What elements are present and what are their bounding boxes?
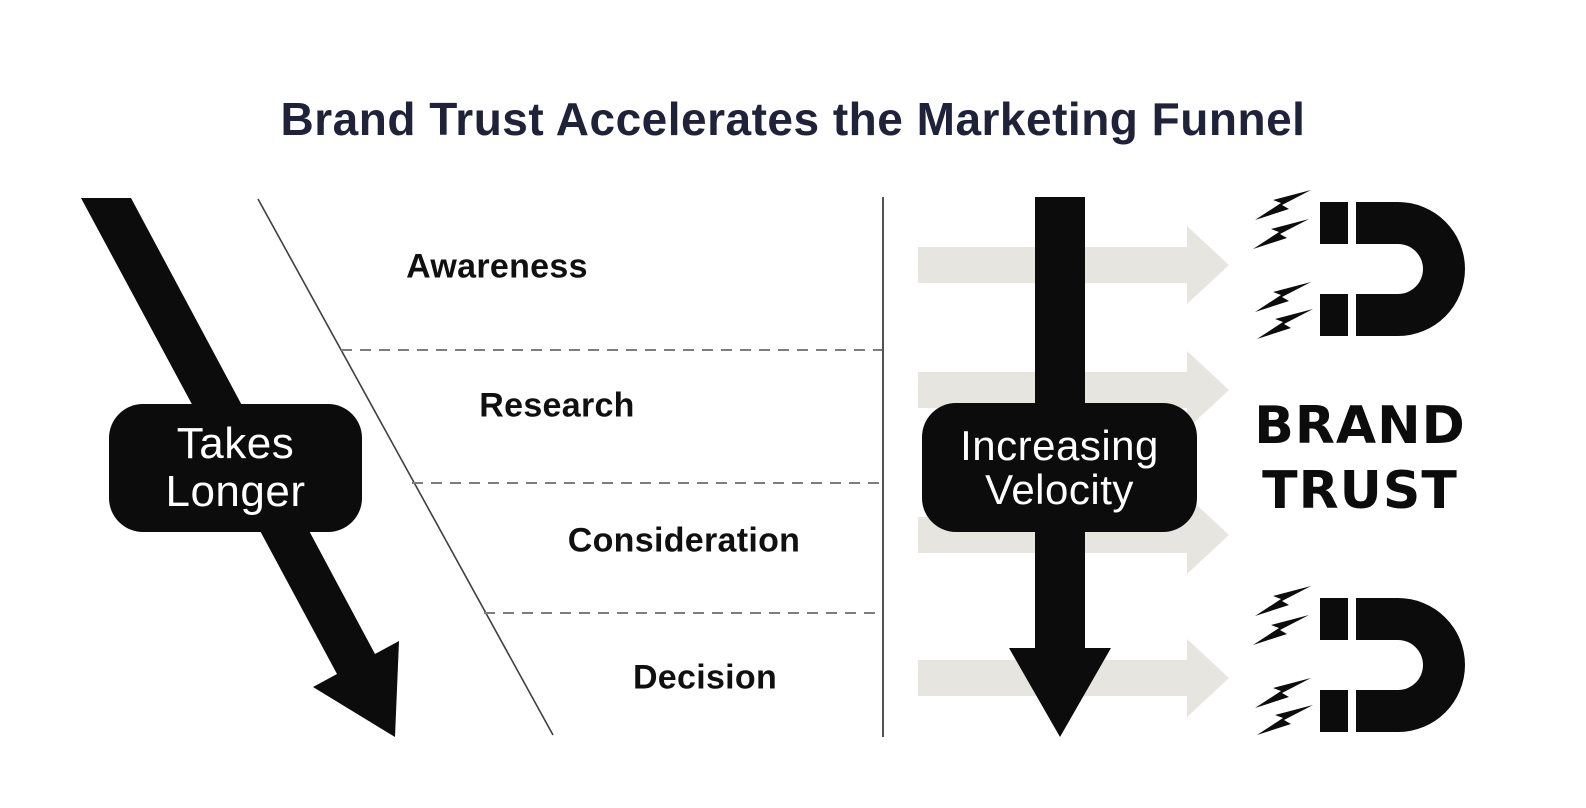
lightning-icon xyxy=(1257,309,1313,339)
stage-label-awareness: Awareness xyxy=(406,247,588,286)
stage-label-decision: Decision xyxy=(632,658,778,697)
increasing-velocity-line2: Velocity xyxy=(985,465,1134,513)
stage-dividers xyxy=(341,349,882,614)
page-title: Brand Trust Accelerates the Marketing Fu… xyxy=(280,93,1306,145)
lightning-icon xyxy=(1255,678,1311,708)
increasing-velocity-line1: Increasing xyxy=(960,421,1159,469)
lightning-icon xyxy=(1257,705,1313,735)
brand-trust-line2: TRUST xyxy=(1262,461,1458,521)
magnet-icon xyxy=(1320,598,1465,732)
lightning-icon xyxy=(1255,190,1311,220)
increasing-velocity-badge: Increasing Velocity xyxy=(922,403,1197,532)
stage-label-consideration: Consideration xyxy=(567,521,801,560)
takes-longer-line1: Takes xyxy=(176,419,295,468)
lightning-icon xyxy=(1253,219,1309,249)
takes-longer-line2: Longer xyxy=(165,467,306,516)
lightning-icon xyxy=(1255,282,1311,312)
takes-longer-badge: Takes Longer xyxy=(109,404,362,532)
brand-trust-line1: BRAND xyxy=(1254,396,1466,456)
brand-magnet-top xyxy=(1253,190,1465,339)
brand-trust-wordmark: BRAND TRUST xyxy=(1254,394,1466,524)
stage-label-research: Research xyxy=(479,386,635,425)
brand-magnet-bottom xyxy=(1253,586,1465,735)
lightning-icon xyxy=(1255,586,1311,616)
funnel-left-edge xyxy=(257,198,554,736)
magnet-icon xyxy=(1320,202,1465,336)
lightning-icon xyxy=(1253,615,1309,645)
